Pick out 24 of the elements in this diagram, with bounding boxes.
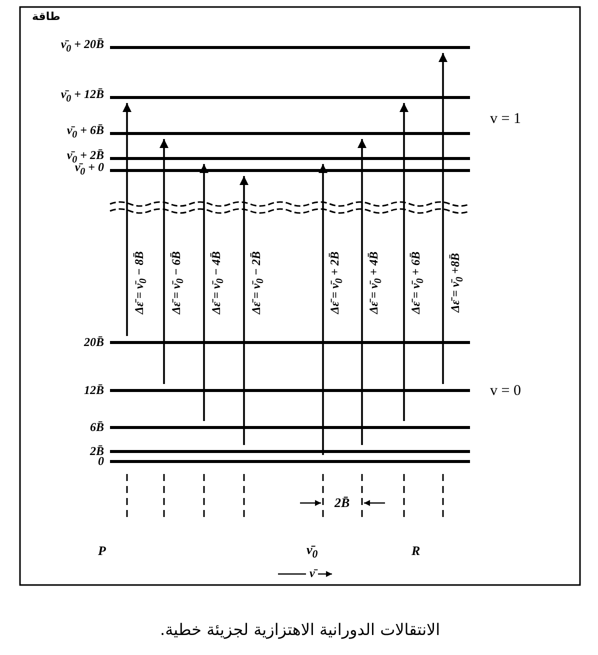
transition-arrow [160, 139, 168, 384]
branch-label: P [98, 543, 106, 559]
level-label: 2B̄ [88, 445, 105, 457]
band-centre-label: ν̄$_{0}$ [306, 542, 318, 561]
level-label: ν̄$_{0}$ + 12B̄ [60, 88, 105, 106]
transition-arrow [318, 164, 328, 455]
transition-arrow [438, 53, 448, 384]
level-label: ν̄$_{0}$ + 20B̄ [60, 38, 105, 56]
level-label: 6B̄ [88, 421, 105, 433]
transition-arrow [240, 176, 248, 445]
state-label: v = 0 [490, 383, 521, 400]
dimension-label: 2B̄ [334, 495, 350, 511]
transition-arrow [200, 164, 208, 421]
transition-arrow [358, 139, 366, 445]
level-label: ν̄$_{0}$ + 6B̄ [66, 124, 105, 142]
branch-label: R [412, 543, 420, 559]
level-label: 0 [98, 455, 105, 467]
level-label: 20B̄ [82, 336, 105, 348]
transition-arrow [400, 103, 408, 421]
transition-arrow [122, 103, 132, 336]
caption: الانتقالات الدورانية الاهتزازية لجزيئة خطية. [160, 620, 440, 639]
state-label: v = 1 [490, 111, 521, 128]
axis-label: طاقة [32, 10, 60, 23]
level-label: 12B̄ [82, 384, 105, 396]
